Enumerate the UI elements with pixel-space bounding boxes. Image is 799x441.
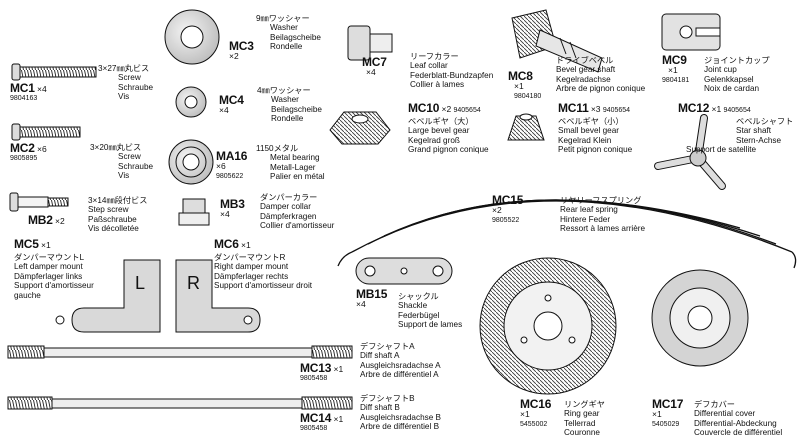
mc2-description: 3×20㎜丸ビス Screw Schraube Vis: [90, 143, 154, 181]
mc4-washer-drawing: [175, 86, 207, 118]
mb2-description: 3×14㎜段付ビス Step screw Paßschraube Vis déc…: [88, 196, 148, 234]
mc3-washer-drawing: [164, 9, 220, 65]
mc2-label: MC2 ×6 9805895: [10, 141, 47, 163]
mc11-description: ベベルギヤ（小） Small bevel gear Kegelrad Klein…: [558, 117, 633, 155]
mc13-diff-shaft-a-drawing: [7, 345, 353, 359]
mc10-description: ベベルギヤ（大） Large bevel gear Kegelrad groß …: [408, 117, 489, 155]
mc3-description: 9㎜ワッシャー Washer Beilagscheibe Rondelle: [256, 14, 321, 52]
mc16-label: MC16×1 5455002: [520, 397, 552, 428]
ma16-label: MA16×6 9805622: [216, 149, 248, 180]
mc12-description: ベベルシャフト Star shaft Stern-Achse Support d…: [686, 117, 794, 155]
mc7-description: リーフカラー Leaf collar Federblatt-Bundzapfen…: [410, 52, 494, 90]
mc7-label: MC7×4: [362, 55, 387, 78]
mc15-leaf-spring-drawing: [337, 199, 797, 269]
mc14-label: MC14 ×1 9805458: [300, 411, 344, 433]
mount-letter-right: R: [187, 273, 200, 293]
mb3-description: ダンパーカラー Damper collar Dämpferkragen Coll…: [260, 193, 335, 231]
mc2-screw-drawing: [11, 123, 81, 141]
mb2-step-screw-drawing: [9, 192, 69, 212]
mc1-label: MC1 ×4 9804163: [10, 81, 47, 103]
mc12-label: MC12 ×1 9405654: [678, 101, 751, 115]
mc8-description: ドライブベベル Bevel gear shaft Kegelradachse A…: [556, 56, 646, 94]
mc16-description: リングギヤ Ring gear Tellerrad Couronne: [564, 400, 605, 438]
mc10-large-bevel-drawing: [329, 111, 391, 145]
mc12-star-shaft-drawing: [654, 114, 726, 190]
mc13-label: MC13 ×1 9805458: [300, 361, 344, 383]
mc9-description: ジョイントカップ Joint cup Gelenkkapsel Noix de …: [704, 56, 770, 94]
mc5-damper-mount-left-drawing: [55, 259, 161, 333]
mc10-label: MC10 ×2 9405654: [408, 101, 481, 115]
mc11-small-bevel-drawing: [507, 113, 545, 141]
mc16-ring-gear-drawing: [479, 257, 617, 395]
mc1-description: 3×27㎜丸ビス Screw Schraube Vis: [98, 64, 154, 102]
mc8-label: MC8×1 9804180: [508, 69, 542, 100]
ma16-bearing-drawing: [168, 139, 214, 185]
mc14-description: デフシャフトB Diff shaft B Ausgleichsradachse …: [360, 394, 442, 432]
mc7-leaf-collar-drawing: [347, 25, 393, 61]
mc6-description: ダンパーマウントR Right damper mount Dämpferlage…: [214, 253, 313, 291]
mc17-description: デフカバー Differential cover Differential-Ab…: [694, 400, 783, 438]
mb15-shackle-drawing: [355, 257, 453, 285]
mb2-label: MB2 ×2: [28, 213, 65, 227]
mc17-diff-cover-drawing: [651, 269, 749, 367]
mb3-label: MB3×4: [220, 197, 245, 220]
mc13-description: デフシャフトA Diff shaft A Ausgleichsradachse …: [360, 342, 441, 380]
mc14-diff-shaft-b-drawing: [7, 396, 353, 410]
mb3-collar-drawing: [178, 198, 210, 226]
mb15-description: シャックル Shackle Federbügel Support de lame…: [398, 292, 463, 330]
mc9-joint-cup-drawing: [661, 13, 721, 51]
mc5-description: ダンパーマウントL Left damper mount Dämpferlager…: [14, 253, 94, 300]
mc4-label: MC4×4: [219, 93, 244, 116]
mount-letter-left: L: [135, 273, 146, 293]
mb15-label: MB15×4: [356, 287, 388, 310]
mc8-bevel-shaft-drawing: [511, 9, 603, 73]
mc9-label: MC9×1 9804181: [662, 53, 690, 84]
mc6-damper-mount-right-drawing: [175, 259, 261, 333]
mc4-description: 4㎜ワッシャー Washer Beilagscheibe Rondelle: [257, 86, 322, 124]
mc5-label: MC5 ×1: [14, 237, 51, 251]
mc3-label: MC3×2: [229, 39, 254, 62]
mc6-label: MC6 ×1: [214, 237, 251, 251]
mc1-screw-drawing: [11, 63, 97, 81]
ma16-description: 1150メタル Metal bearing Metall-Lager Palie…: [256, 144, 325, 182]
mc15-description: リヤリーフスプリング Rear leaf spring Hintere Fede…: [560, 196, 646, 234]
mc15-label: MC15×2 9805522: [492, 193, 524, 224]
mc17-label: MC17×1 5405029: [652, 397, 684, 428]
mc11-label: MC11 ×3 9405654: [558, 101, 631, 115]
